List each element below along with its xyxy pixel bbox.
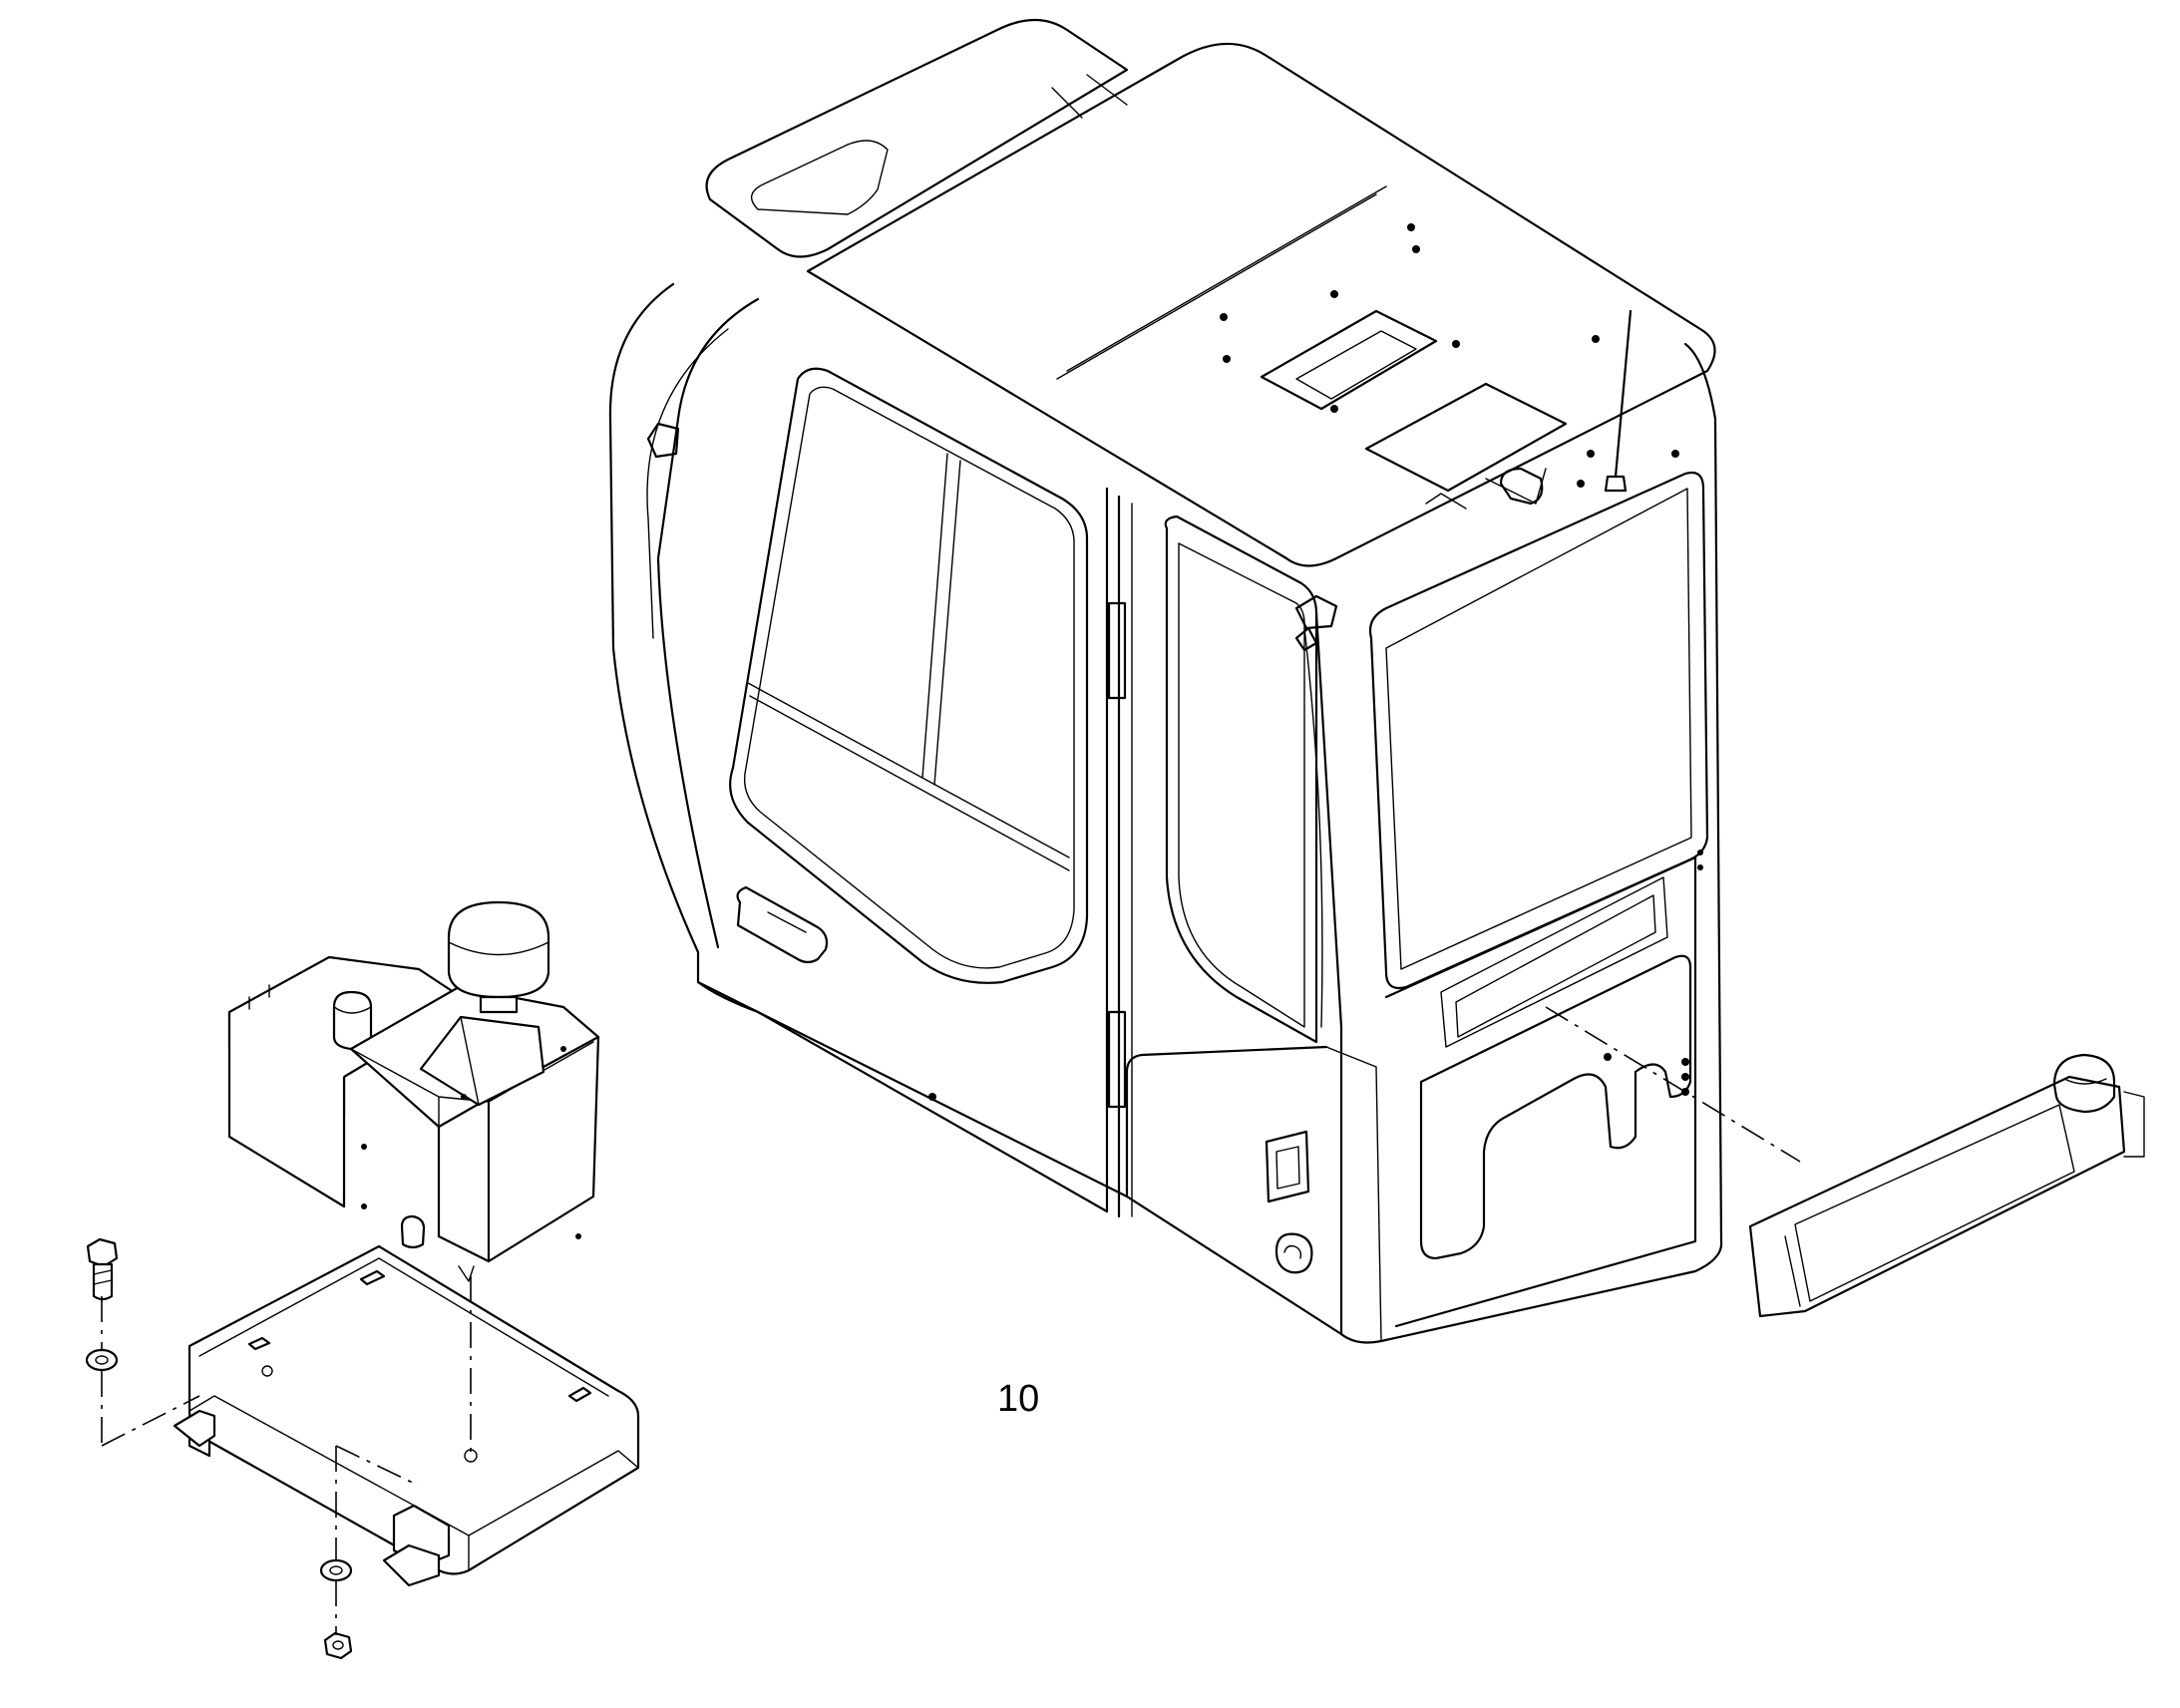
cab-assembly-icon: [608, 19, 1723, 1344]
bolt-icon: [86, 1237, 119, 1301]
washer-icon: [319, 1558, 353, 1582]
assembly-center-lines: [101, 1006, 1801, 1635]
washer-icon: [85, 1348, 119, 1372]
duct-cover-icon: [1748, 1053, 2145, 1318]
nut-icon: [323, 1631, 353, 1660]
part-number-callout: 10: [997, 1378, 1040, 1420]
washer-tank-icon: [227, 900, 600, 1282]
mounting-bracket-icon: [173, 1244, 640, 1587]
